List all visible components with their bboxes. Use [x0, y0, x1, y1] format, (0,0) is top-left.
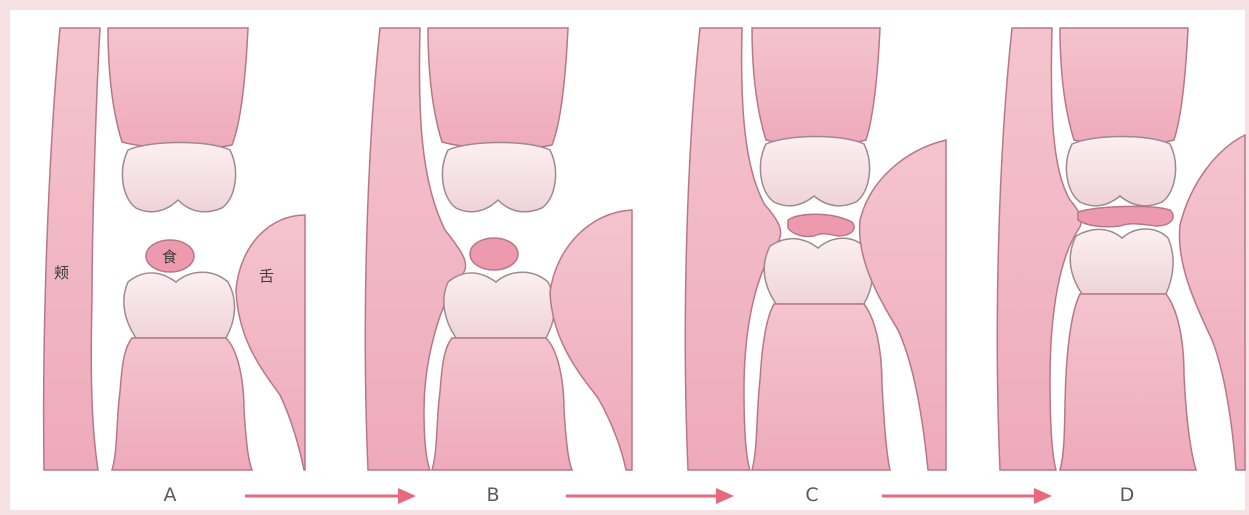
- upper-gum: [108, 28, 248, 148]
- panel-label-d: D: [1107, 484, 1147, 506]
- lower-tooth: [444, 272, 555, 338]
- lower-gum: [112, 338, 252, 470]
- upper-tooth: [122, 143, 235, 212]
- food-bolus-label: 食: [162, 246, 177, 267]
- cheek-label: 颊: [54, 262, 69, 283]
- upper-gum: [428, 28, 568, 148]
- lower-gum: [1060, 294, 1196, 470]
- panel-label-c: C: [792, 484, 832, 506]
- upper-gum: [752, 28, 880, 145]
- panel-label-b: B: [473, 484, 513, 506]
- lower-tooth: [764, 238, 872, 304]
- panel-label-a: A: [150, 484, 190, 506]
- food-bolus: [1078, 206, 1173, 226]
- lower-tooth: [124, 272, 235, 338]
- upper-tooth: [442, 143, 555, 212]
- lower-gum: [752, 304, 890, 470]
- lower-tooth: [1070, 229, 1173, 294]
- upper-tooth: [1066, 137, 1175, 206]
- upper-tooth: [760, 137, 869, 206]
- lower-gum: [432, 338, 572, 470]
- upper-gum: [1060, 28, 1188, 145]
- tongue-label: 舌: [259, 265, 274, 286]
- food-bolus: [470, 238, 518, 270]
